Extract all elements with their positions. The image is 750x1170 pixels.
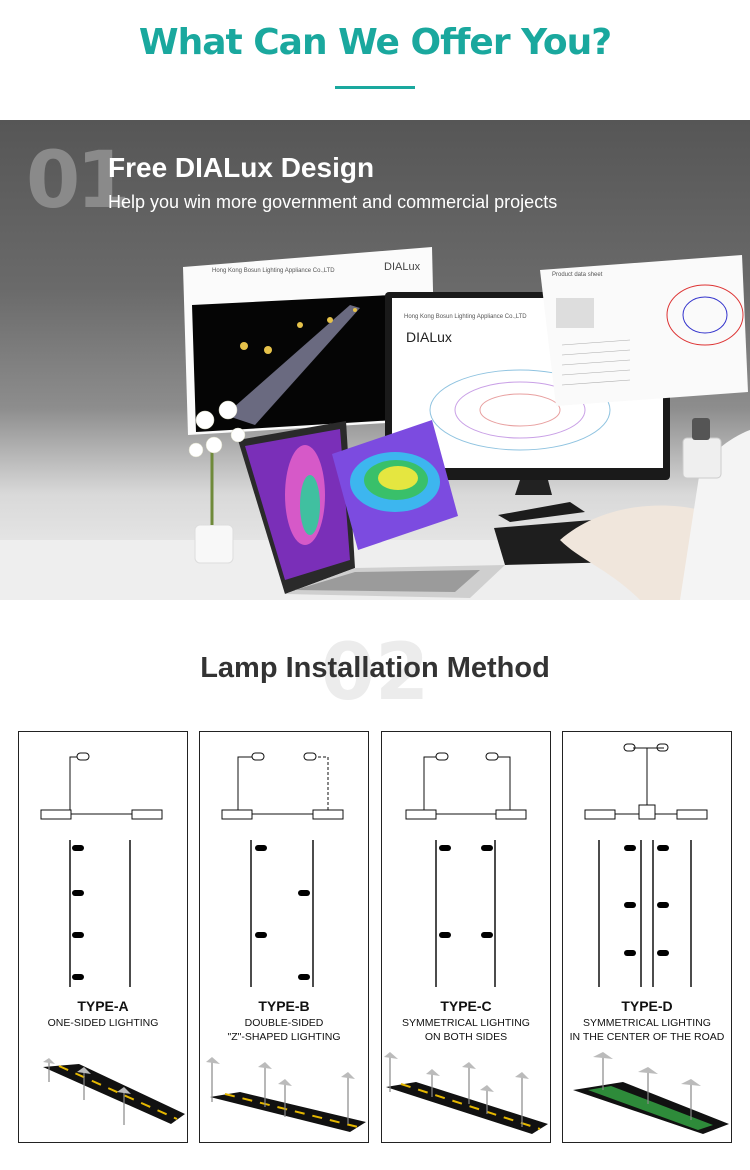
page-header: What Can We Offer You? bbox=[0, 0, 750, 120]
road-perspective-c bbox=[384, 1052, 548, 1134]
type-c-desc-line1: SYMMETRICAL LIGHTING bbox=[402, 1017, 530, 1029]
type-a-description: ONE-SIDED LIGHTING bbox=[19, 1016, 187, 1030]
road-perspective-d bbox=[573, 1052, 729, 1134]
type-a-diagram bbox=[40, 752, 185, 1125]
hands-on-keyboard bbox=[494, 430, 750, 600]
type-d-description: SYMMETRICAL LIGHTING IN THE CENTER OF TH… bbox=[563, 1016, 731, 1044]
type-b-description: DOUBLE-SIDED "Z"-SHAPED LIGHTING bbox=[200, 1016, 368, 1044]
dialux-banner: 01 Free DIALux Design Help you win more … bbox=[0, 120, 750, 600]
banner-title: Free DIALux Design bbox=[108, 152, 375, 183]
type-b-desc-line1: DOUBLE-SIDED bbox=[244, 1017, 324, 1029]
monitor-brand-text: DIALux bbox=[406, 329, 452, 345]
heatmap-panel bbox=[332, 420, 458, 550]
install-type-card-c: TYPE-C SYMMETRICAL LIGHTING ON BOTH SIDE… bbox=[381, 731, 551, 1143]
type-c-description: SYMMETRICAL LIGHTING ON BOTH SIDES bbox=[382, 1016, 550, 1044]
type-d-label: TYPE-D bbox=[621, 998, 673, 1014]
section-number: 01 bbox=[26, 136, 131, 226]
install-type-card-b: TYPE-B DOUBLE-SIDED "Z"-SHAPED LIGHTING bbox=[199, 731, 369, 1143]
doc-brand-text: DIALux bbox=[384, 261, 421, 273]
type-b-diagram bbox=[206, 752, 366, 1132]
mug-illustration bbox=[682, 418, 722, 479]
title-underline bbox=[335, 86, 415, 89]
laptop-illustration bbox=[238, 421, 505, 598]
doc-company-text: Hong Kong Bosun Lighting Appliance Co.,L… bbox=[212, 268, 335, 274]
type-d-desc-line2: IN THE CENTER OF THE ROAD bbox=[569, 1031, 725, 1043]
dialux-photo-illustration: Hong Kong Bosun Lighting Appliance Co.,L… bbox=[0, 247, 750, 600]
type-c-desc-line2: ON BOTH SIDES bbox=[424, 1031, 508, 1043]
install-type-card-d: TYPE-D SYMMETRICAL LIGHTING IN THE CENTE… bbox=[562, 731, 732, 1143]
road-perspective-b bbox=[206, 1057, 366, 1132]
type-a-label: TYPE-A bbox=[77, 998, 129, 1014]
dialux-report-document: Hong Kong Bosun Lighting Appliance Co.,L… bbox=[183, 247, 436, 435]
type-b-label: TYPE-B bbox=[258, 998, 310, 1014]
type-d-diagram bbox=[573, 743, 729, 1134]
orchid-plant-illustration bbox=[188, 400, 246, 564]
monitor-company-text: Hong Kong Bosun Lighting Appliance Co.,L… bbox=[404, 314, 527, 320]
banner-subtitle: Help you win more government and commerc… bbox=[108, 192, 558, 212]
type-c-diagram bbox=[384, 752, 548, 1134]
section-number-watermark: 02 bbox=[320, 628, 430, 718]
section-title: Lamp Installation Method bbox=[200, 652, 550, 684]
product-data-sheet: Product data sheet bbox=[540, 255, 748, 406]
road-perspective-a bbox=[43, 1058, 185, 1125]
type-d-desc-line1: SYMMETRICAL LIGHTING bbox=[583, 1017, 711, 1029]
type-b-desc-line2: "Z"-SHAPED LIGHTING bbox=[227, 1031, 341, 1043]
type-c-label: TYPE-C bbox=[440, 998, 492, 1014]
page-title: What Can We Offer You? bbox=[138, 22, 612, 63]
sheet-title-text: Product data sheet bbox=[552, 272, 603, 278]
install-type-card-a: TYPE-A ONE-SIDED LIGHTING bbox=[18, 731, 188, 1143]
type-a-desc-line1: ONE-SIDED LIGHTING bbox=[47, 1017, 159, 1029]
